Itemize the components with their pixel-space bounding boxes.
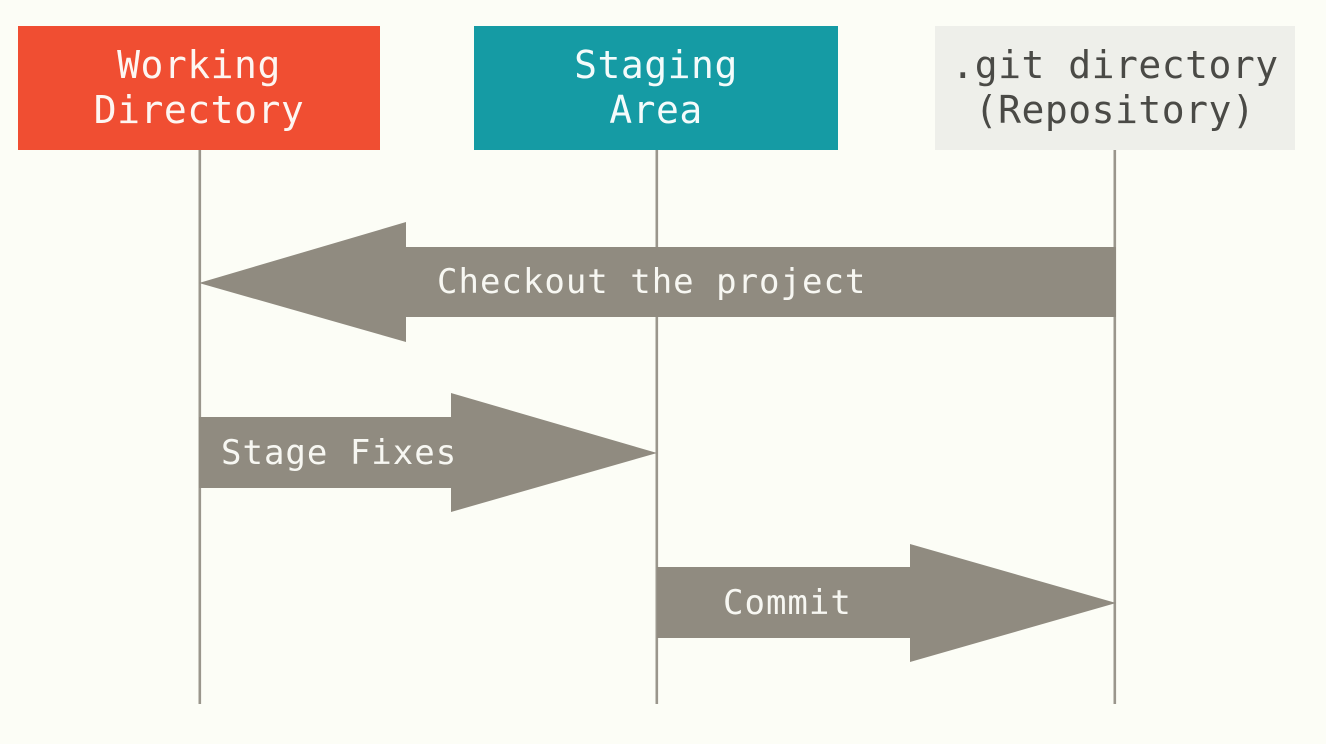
node-working-directory-line2: Directory xyxy=(93,88,305,132)
arrow-label-checkout: Checkout the project xyxy=(437,262,867,302)
node-working-directory-line1: Working xyxy=(117,43,281,88)
arrow-label-commit: Commit xyxy=(723,583,852,623)
lifeline-git-directory xyxy=(1113,150,1117,704)
lifeline-staging-area xyxy=(655,150,659,704)
node-staging-area-line1: Staging xyxy=(574,43,738,88)
arrow-stage-fixes xyxy=(199,393,657,512)
arrow-checkout xyxy=(199,222,1116,342)
node-git-directory[interactable]: .git directory (Repository) xyxy=(935,26,1295,150)
node-working-directory[interactable]: Working Directory xyxy=(18,26,380,150)
node-staging-area-line2: Area xyxy=(609,88,703,132)
node-git-directory-line2: (Repository) xyxy=(974,88,1256,132)
node-git-directory-line1: .git directory xyxy=(951,43,1279,88)
arrow-label-stage-fixes: Stage Fixes xyxy=(221,433,458,473)
arrow-commit xyxy=(657,544,1116,662)
node-staging-area[interactable]: Staging Area xyxy=(474,26,838,150)
